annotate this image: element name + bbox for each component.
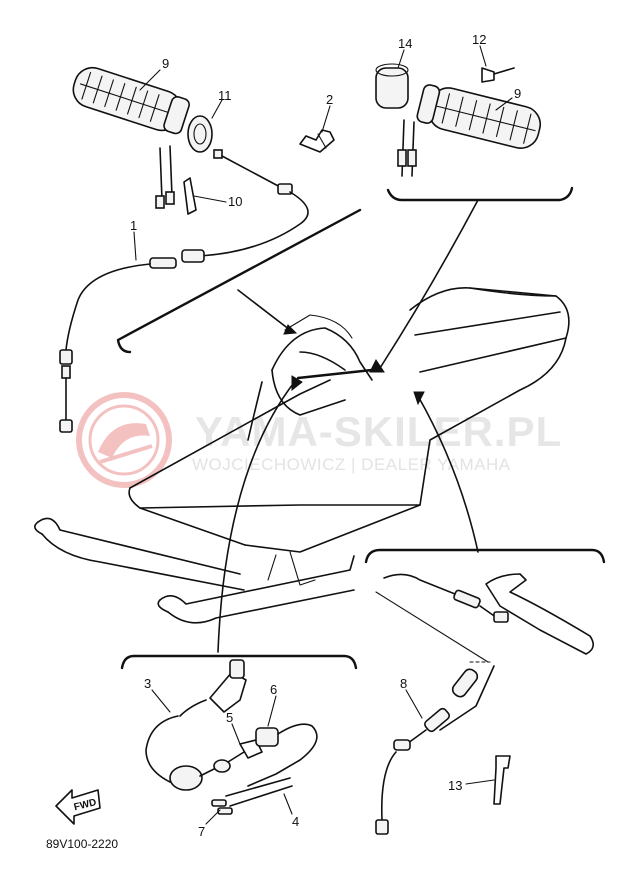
callout-13: 13 (448, 778, 462, 793)
fwd-label: FWD (73, 797, 98, 813)
callout-9-right: 9 (514, 86, 521, 101)
callout-8: 8 (400, 676, 407, 691)
fwd-arrow: FWD (55, 789, 101, 825)
callout-7: 7 (198, 824, 205, 839)
clip-part (299, 129, 335, 153)
callout-14: 14 (398, 36, 412, 51)
callout-10: 10 (228, 194, 242, 209)
brake-assembly (375, 573, 594, 835)
callout-11: 11 (218, 88, 232, 103)
switch-assembly (145, 659, 318, 815)
callout-3: 3 (144, 676, 151, 691)
callout-1: 1 (130, 218, 137, 233)
callout-6: 6 (270, 682, 277, 697)
callout-9-left: 9 (162, 56, 169, 71)
bracket-lines (116, 186, 606, 670)
snowmobile-body (34, 287, 570, 624)
callout-4: 4 (292, 814, 299, 829)
watermark-logo (76, 392, 172, 488)
callout-leaders (133, 45, 513, 825)
callout-12: 12 (472, 32, 486, 47)
diagram-code: 89V100-2220 (46, 837, 118, 851)
leader-lines (217, 199, 479, 653)
right-grip-assembly (375, 63, 542, 177)
callout-5: 5 (226, 710, 233, 725)
watermark-subtitle: WOJCIECHOWICZ | DEALER YAMAHA (192, 455, 511, 474)
left-grip-assembly (59, 66, 309, 433)
watermark-title: YAMA-SKILER.PL (195, 408, 562, 455)
callout-2: 2 (326, 92, 333, 107)
watermark: YAMA-SKILER.PL WOJCIECHOWICZ | DEALER YA… (76, 392, 562, 488)
callout-numbers: 9 11 2 14 12 9 10 1 3 6 5 7 4 8 13 (130, 32, 521, 839)
